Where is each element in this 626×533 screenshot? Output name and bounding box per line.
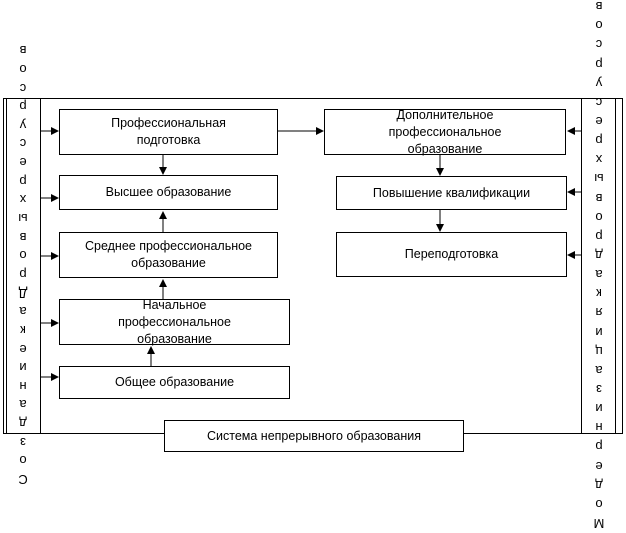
secondary-professional-box: Среднее профессиональное образование [59, 232, 278, 278]
additional-professional-box: Дополнительное профессиональное образова… [324, 107, 566, 156]
primary-professional-label: Начальное профессиональное образование [118, 297, 231, 346]
continuous-education-system-box: Система непрерывного образования [164, 420, 464, 452]
qualification-upgrade-label: Повышение квалификации [372, 185, 531, 200]
additional-professional-label: Дополнительное профессиональное образова… [388, 107, 502, 156]
general-education-label: Общее образование [114, 375, 235, 389]
higher-education-label: Высшее образование [105, 185, 232, 199]
right-side-panel [581, 98, 616, 434]
retraining-box: Переподготовка [336, 232, 567, 277]
qualification-upgrade-box: Повышение квалификации [336, 176, 567, 210]
higher-education-box: Высшее образование [59, 175, 278, 210]
secondary-professional-label: Среднее профессиональное образование [84, 239, 253, 270]
professional-training-box: Профессиональная подготовка [59, 109, 278, 155]
continuous-education-system-label: Система непрерывного образования [206, 428, 421, 443]
professional-training-label: Профессиональная подготовка [111, 116, 226, 147]
general-education-box: Общее образование [59, 366, 290, 399]
left-side-panel [6, 98, 41, 434]
primary-professional-box: Начальное профессиональное образование [59, 297, 290, 346]
retraining-label: Переподготовка [404, 247, 499, 261]
